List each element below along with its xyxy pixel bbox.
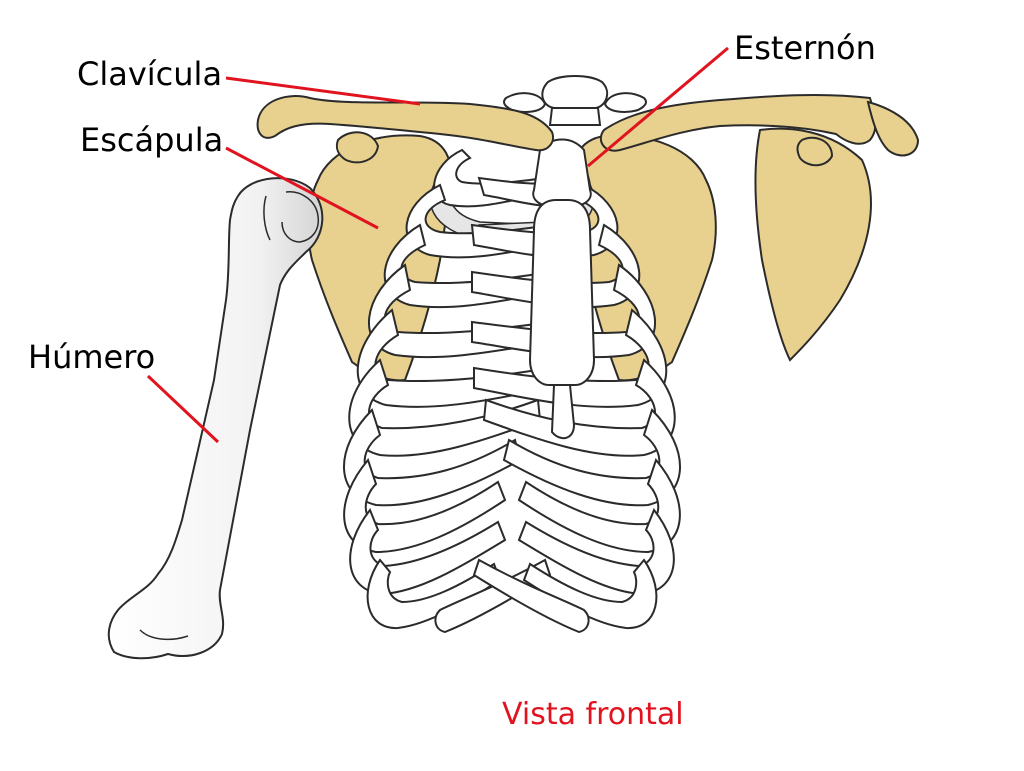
- leader-line-escapula: [225, 146, 379, 230]
- clavicle-left: [256, 95, 554, 152]
- label-humero: Húmero: [28, 338, 156, 376]
- clavicle-right: [599, 93, 920, 157]
- humerus: [107, 177, 324, 660]
- leader-line-esternon: [587, 46, 729, 168]
- ribs-right: [470, 148, 681, 634]
- leader-lines: [146, 46, 729, 444]
- cervical-vertebrae: [503, 75, 647, 126]
- label-clavicula: Clavícula: [77, 55, 223, 93]
- scapula-left: [307, 131, 453, 382]
- label-esternon: Esternón: [734, 29, 876, 67]
- leader-line-clavicula: [225, 76, 421, 106]
- sternum: [528, 138, 596, 440]
- scapula-right: [571, 127, 872, 382]
- label-escapula: Escápula: [80, 121, 224, 159]
- leader-line-humero: [146, 374, 220, 444]
- caption-vista-frontal: Vista frontal: [502, 697, 684, 732]
